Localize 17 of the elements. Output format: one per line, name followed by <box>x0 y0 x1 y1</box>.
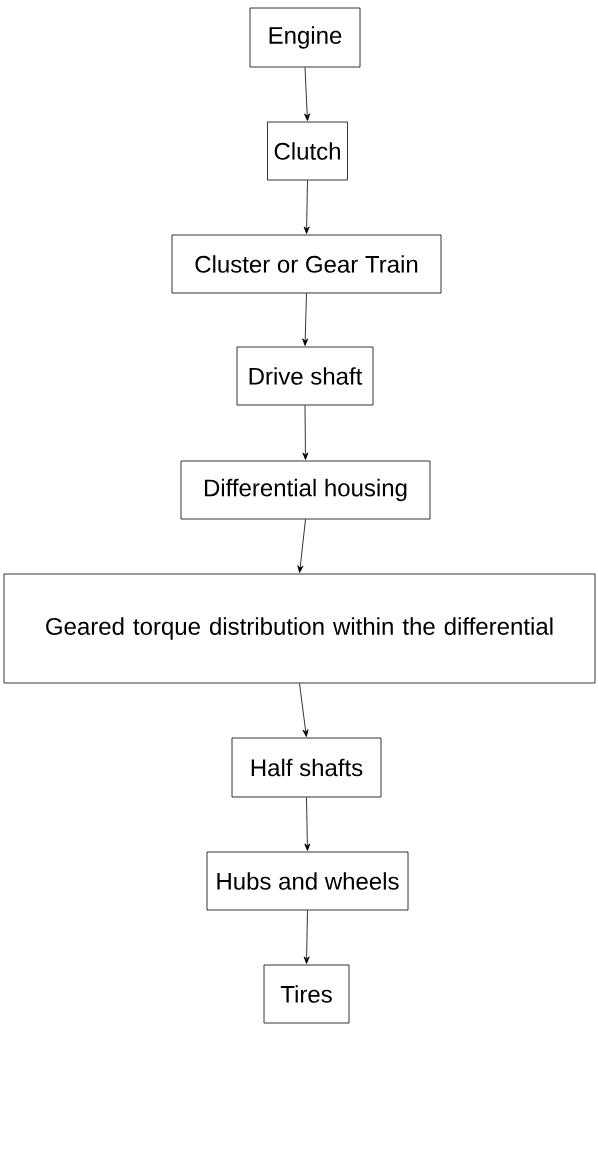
process-box: Tires <box>263 964 350 1024</box>
arrow <box>303 180 310 234</box>
arrow <box>297 519 306 573</box>
process-box: Drive shaft <box>236 346 374 406</box>
arrow <box>302 405 309 460</box>
process-box: Engine <box>249 7 361 68</box>
process-box: Hubs and wheels <box>206 851 409 911</box>
arrow <box>304 797 311 851</box>
process-box: Clutch <box>267 121 348 181</box>
process-box: Geared torque distribution within the differential <box>3 573 596 684</box>
arrow <box>299 683 309 737</box>
process-box: Half shafts <box>231 737 382 798</box>
process-box: Cluster or Gear Train <box>171 234 442 294</box>
arrow <box>303 910 310 964</box>
arrow <box>302 293 309 346</box>
arrow <box>304 67 311 121</box>
process-box: Differential housing <box>180 460 431 520</box>
